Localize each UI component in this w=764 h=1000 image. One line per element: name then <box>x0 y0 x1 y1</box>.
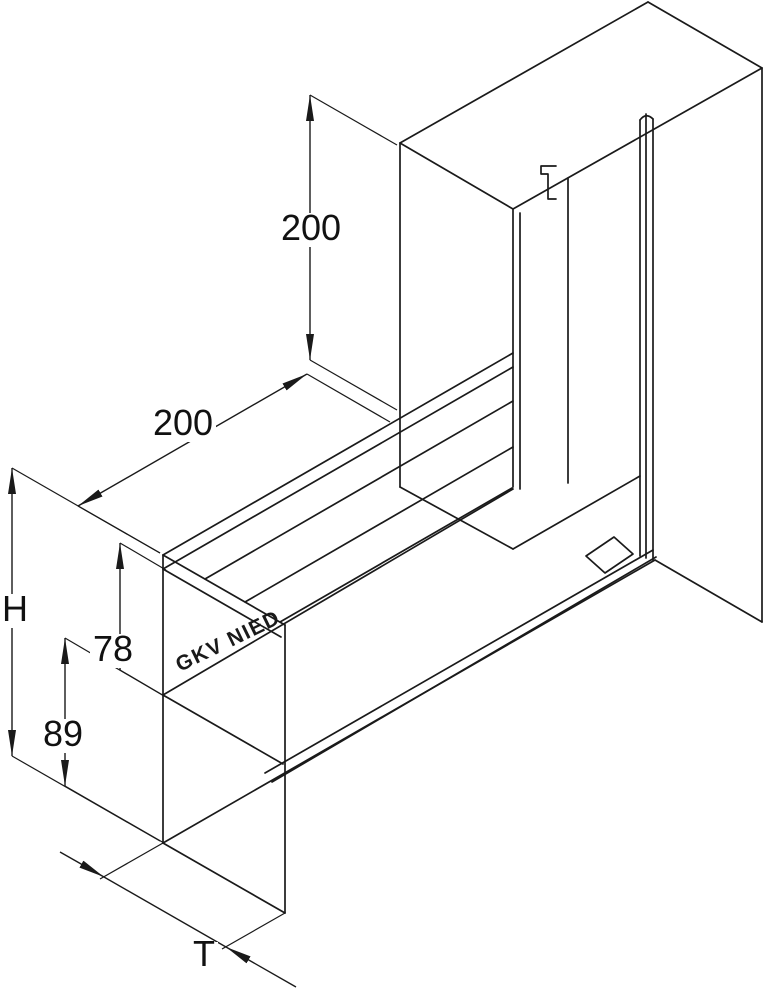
cover-cut-flag <box>585 536 634 574</box>
dim-line-depth <box>103 876 227 948</box>
product-embossed-label: GKV NIED <box>172 606 284 676</box>
dimension-labels: 200 200 H 78 89 T <box>0 207 344 974</box>
dim-label-200-vertical: 200 <box>281 207 341 248</box>
trunking-outline <box>162 1 763 914</box>
dim-label-height: H <box>2 588 28 629</box>
dim-label-78: 78 <box>93 628 133 669</box>
dim-label-depth: T <box>193 933 215 974</box>
dim-label-200-diagonal: 200 <box>153 402 213 443</box>
dim-label-89: 89 <box>43 713 83 754</box>
dimension-lines <box>8 95 314 988</box>
clip-detail <box>540 165 557 200</box>
